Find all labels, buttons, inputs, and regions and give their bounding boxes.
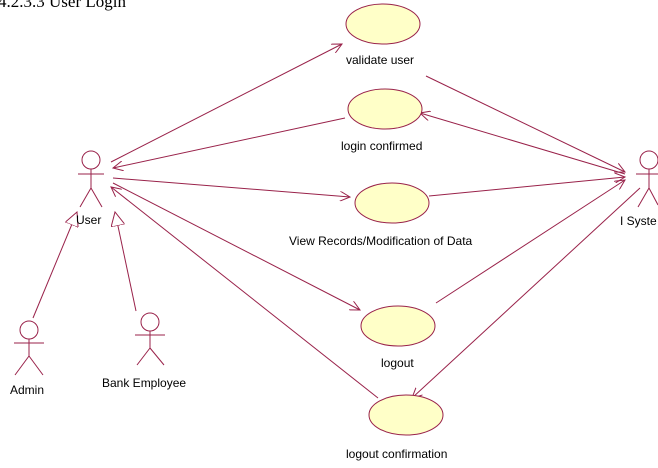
use-cases bbox=[345, 3, 444, 436]
use-case-login-confirmed[interactable] bbox=[347, 88, 423, 130]
use-case-label-login-confirmed: login confirmed bbox=[341, 139, 422, 153]
actor-admin[interactable] bbox=[14, 320, 44, 376]
edge-admin-generalization bbox=[32, 212, 77, 319]
actor-label-admin: Admin bbox=[10, 383, 44, 397]
associations bbox=[32, 44, 641, 399]
edge-logout-system bbox=[435, 180, 625, 304]
use-case-label-logout: logout bbox=[381, 356, 414, 370]
edge-bank-employee-generalization bbox=[115, 212, 137, 312]
edge-system-logout-confirmation bbox=[412, 187, 641, 398]
use-case-label-validate-user: validate user bbox=[346, 53, 414, 67]
use-case-logout[interactable] bbox=[360, 305, 436, 347]
actor-label-user: User bbox=[76, 213, 101, 227]
use-case-view-records[interactable] bbox=[354, 182, 430, 224]
use-case-logout-confirmation[interactable] bbox=[368, 394, 444, 436]
actor-user[interactable] bbox=[78, 150, 104, 208]
actor-label-system: I Syste bbox=[620, 214, 657, 228]
section-heading: 4.2.3.3 User Login bbox=[0, 0, 126, 11]
edge-view-records-system bbox=[428, 177, 625, 197]
edge-user-validate-user bbox=[110, 44, 342, 163]
edge-login-confirmed-user bbox=[113, 117, 346, 168]
use-case-validate-user[interactable] bbox=[345, 3, 421, 45]
edge-system-login-confirmed bbox=[420, 113, 626, 175]
edge-validate-user-system bbox=[425, 75, 625, 172]
edge-logout-confirmation-user bbox=[111, 187, 379, 399]
actor-system[interactable] bbox=[636, 150, 658, 208]
actor-label-bank-employee: Bank Employee bbox=[102, 376, 186, 390]
use-case-label-logout-confirmation: logout confirmation bbox=[346, 447, 447, 461]
use-case-label-view-records: View Records/Modification of Data bbox=[289, 234, 473, 248]
edge-user-logout bbox=[112, 182, 360, 310]
edge-user-view-records bbox=[112, 177, 350, 197]
actor-bank-employee[interactable] bbox=[135, 312, 165, 366]
